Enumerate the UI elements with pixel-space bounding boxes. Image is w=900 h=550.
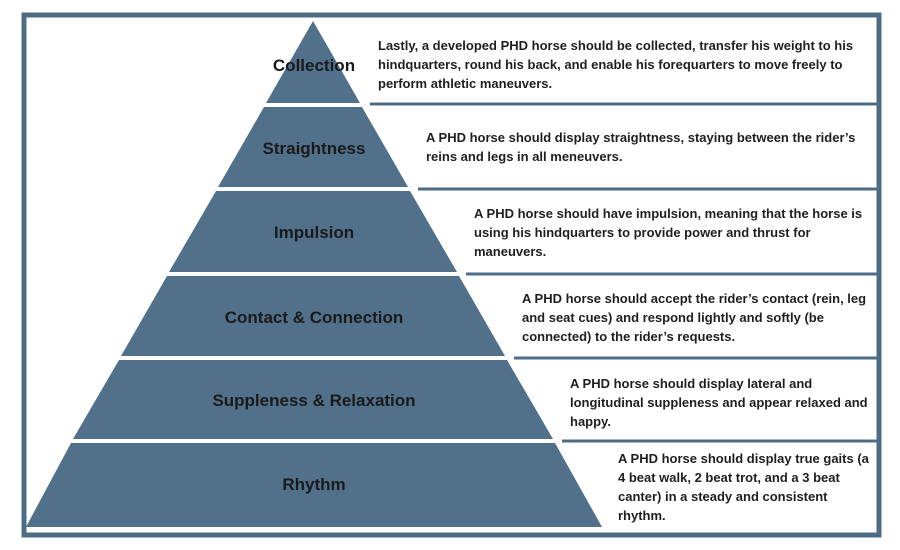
description-straightness: A PHD horse should display straightness,… (426, 130, 856, 164)
description-collection: Lastly, a developed PHD horse should be … (378, 38, 854, 91)
description-separators (370, 102, 879, 443)
tier-suppleness-relaxation (73, 360, 553, 439)
description-impulsion: A PHD horse should have impulsion, meani… (474, 206, 863, 259)
pyramid: Collection Straightness Impulsion Contac… (26, 21, 602, 527)
tier-label-straightness: Straightness (263, 139, 366, 158)
tier-contact-connection (121, 276, 505, 356)
description-rhythm: A PHD horse should display true gaits (a… (618, 451, 869, 523)
tier-label-contact-connection: Contact & Connection (225, 308, 404, 327)
description-contact-connection: A PHD horse should accept the rider’s co… (522, 291, 867, 344)
description-suppleness-relaxation: A PHD horse should display lateral and l… (570, 376, 868, 429)
tier-label-impulsion: Impulsion (274, 223, 354, 242)
tier-straightness (218, 107, 408, 187)
tier-label-suppleness-relaxation: Suppleness & Relaxation (212, 391, 415, 410)
tier-collection (266, 21, 360, 103)
tier-label-collection: Collection (273, 56, 355, 75)
tier-label-rhythm: Rhythm (282, 475, 345, 494)
tier-impulsion (169, 191, 457, 272)
tier-rhythm (26, 443, 602, 527)
